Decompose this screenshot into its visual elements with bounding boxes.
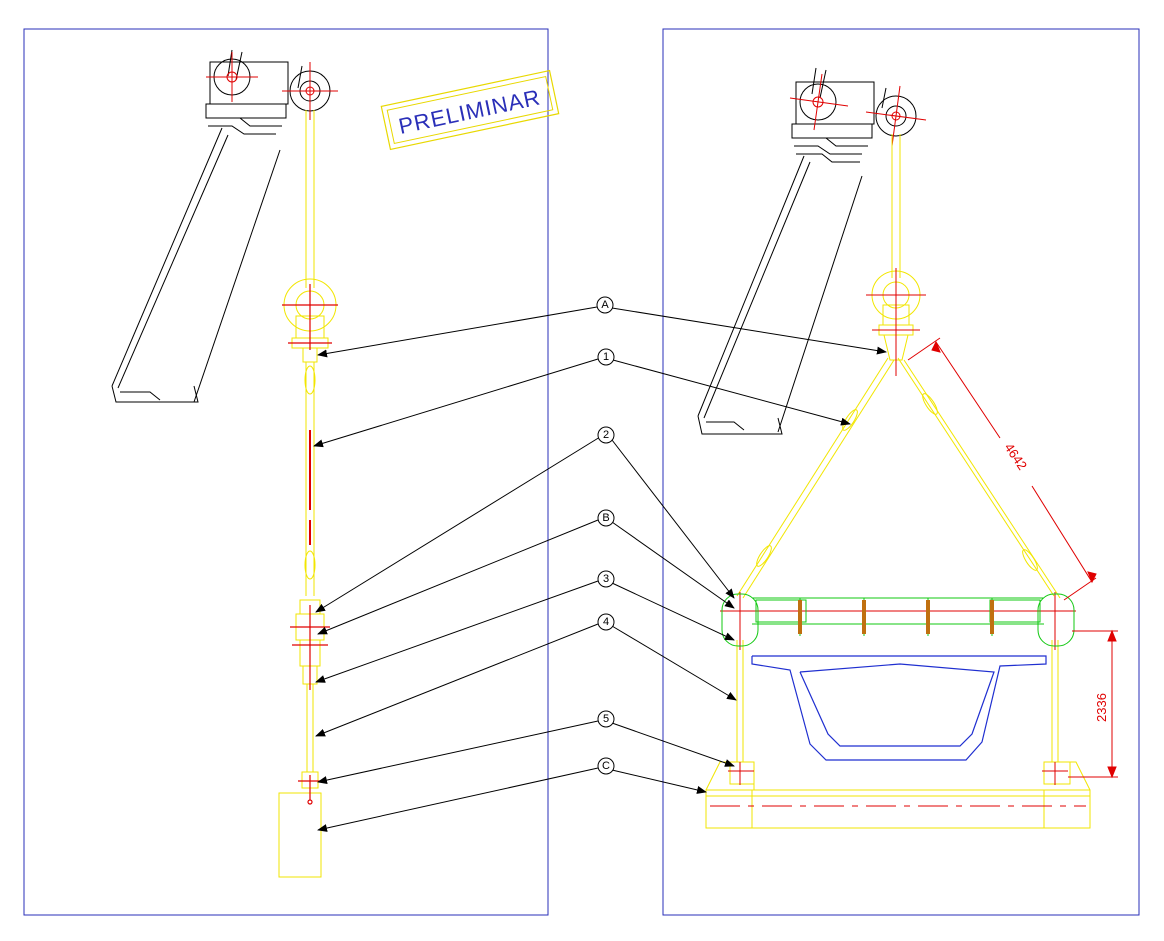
callout-1: 1 [597,348,615,366]
callout-B-label: B [602,512,609,524]
leader-lines [313,306,887,832]
spreader-beam [721,593,1075,647]
right-view-frame [662,28,1140,916]
callout-2-label: 2 [603,429,609,441]
callout-3-label: 3 [603,573,609,585]
callout-C-label: C [602,760,610,772]
callout-2: 2 [597,426,615,444]
left-centerline [282,284,338,805]
dimension-sling-length [907,337,1097,601]
callout-4: 4 [597,613,615,631]
callout-A: A [596,296,614,314]
callout-3: 3 [597,570,615,588]
callout-5: 5 [597,710,615,728]
dimension-height [1068,629,1118,779]
left-crane-boom [111,49,303,403]
box-girder-section [751,655,1047,761]
right-crane-boom [697,67,887,435]
callout-5-label: 5 [603,713,609,725]
left-rigging [278,110,337,878]
callout-4-label: 4 [603,616,609,628]
dimension-height-text: 2336 [1094,693,1109,722]
left-boom-sheaves [206,52,338,120]
callout-A-label: A [601,299,609,311]
spreader-bolts [798,600,994,634]
callout-1-label: 1 [603,351,609,363]
dimension-sling-length-text: 4642 [1002,440,1031,472]
callout-B: B [597,509,615,527]
right-rigging [705,134,1091,829]
right-boom-sheaves [789,73,927,147]
left-view-frame [23,28,549,916]
preliminar-stamp: PRELIMINAR [380,69,560,151]
right-centerlines [710,268,1086,807]
callout-C: C [597,757,615,775]
